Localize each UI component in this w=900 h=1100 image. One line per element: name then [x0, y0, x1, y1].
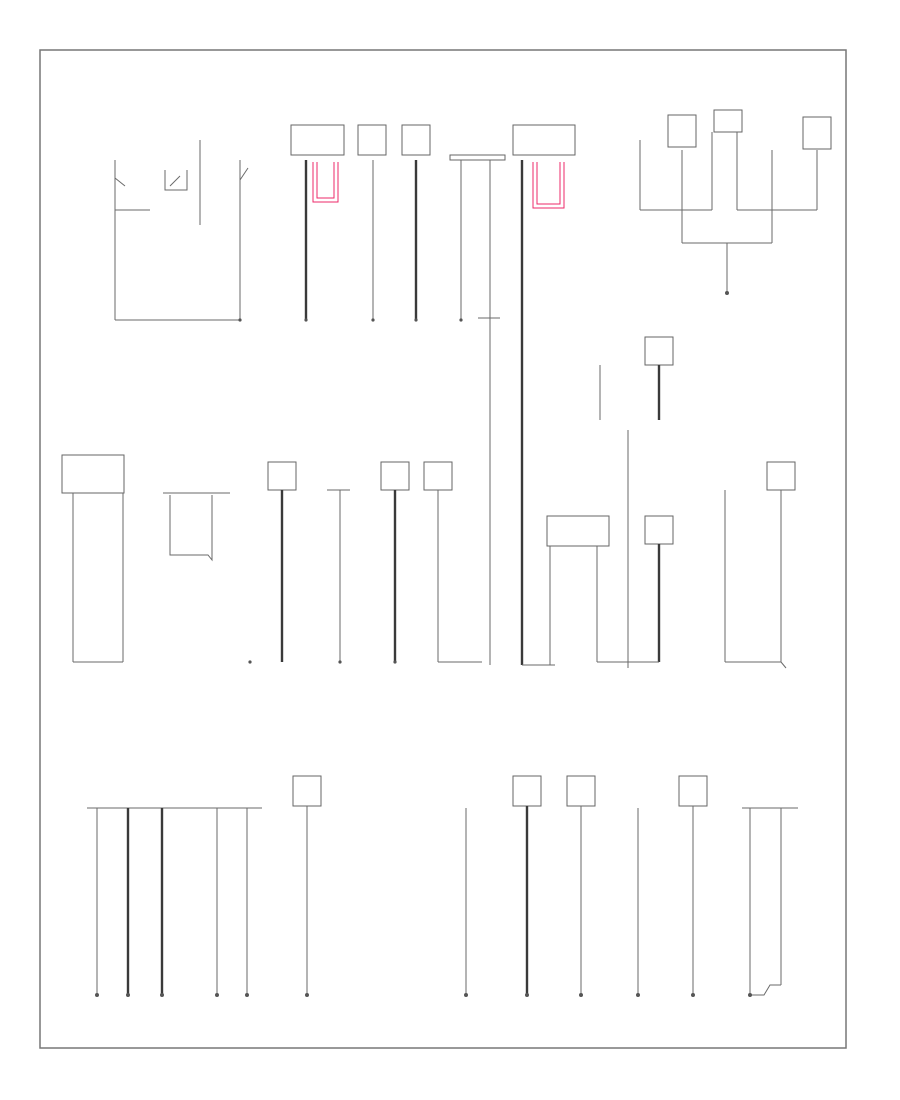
- top-center-connectors: [290, 124, 576, 665]
- bottom-right-connectors: [464, 775, 798, 997]
- diagram-frame: [39, 49, 847, 1049]
- highlight-loop-left: [312, 162, 339, 203]
- highlight-loop-right: [532, 162, 565, 209]
- mid-right-connectors: [599, 336, 674, 420]
- top-right-connectors: [639, 109, 832, 295]
- door-switch-group: [114, 140, 249, 322]
- bottom-left-connectors: [87, 775, 322, 997]
- middle-row-connectors: [61, 430, 796, 669]
